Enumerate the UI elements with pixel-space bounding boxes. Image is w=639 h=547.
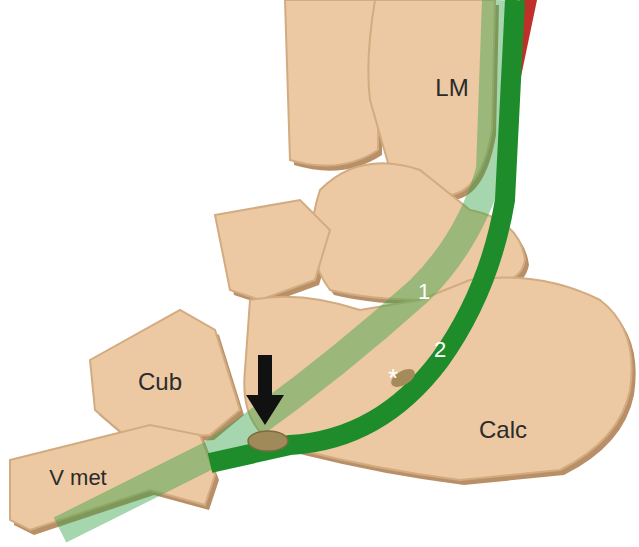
tendon-2 — [210, 0, 515, 463]
bone-label: 2 — [434, 339, 446, 361]
arrow — [246, 355, 284, 425]
bone-label: LM — [435, 76, 468, 100]
bone-label: V met — [49, 467, 106, 489]
bones — [10, 0, 632, 530]
bone-label: Calc — [479, 418, 527, 442]
bone-label: Cub — [138, 370, 182, 394]
os-peroneum — [248, 431, 288, 451]
bone-label: * — [388, 365, 398, 391]
bone-label: 1 — [418, 281, 430, 303]
ossicle — [388, 365, 418, 390]
